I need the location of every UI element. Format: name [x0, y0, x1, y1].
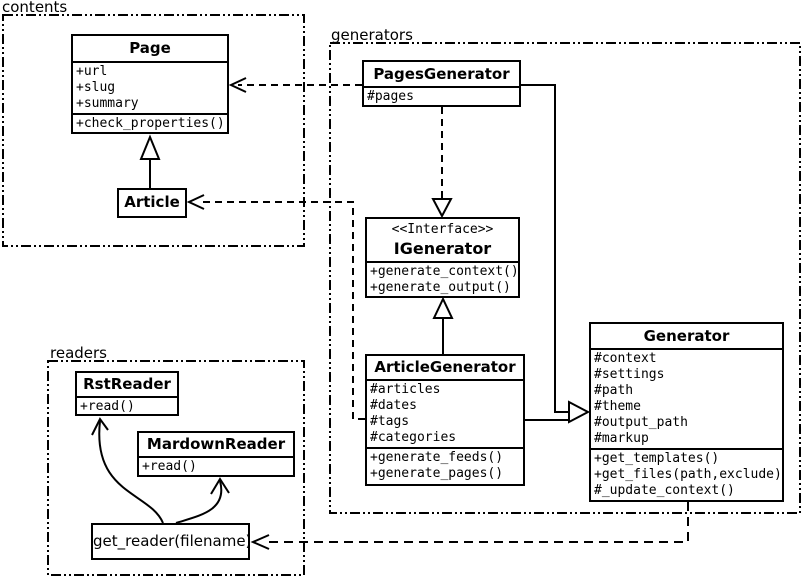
- class-igenerator-stereotype: <<Interface>>: [391, 222, 494, 237]
- getreader-to-rstreader-arrow-icon: [91, 417, 109, 436]
- class-article: Article: [117, 188, 187, 218]
- pagesgenerator-to-generator-generalization-line: [521, 84, 569, 413]
- attribute: #dates: [370, 398, 417, 413]
- class-rstreader-name: RstReader: [83, 375, 171, 393]
- attribute: #path: [594, 383, 634, 398]
- attribute: #categories: [370, 430, 457, 445]
- class-page-name: Page: [129, 39, 171, 57]
- generator-to-getreader-arrow-icon: [250, 534, 270, 550]
- getreader-to-markdownreader-arrow-icon: [210, 477, 230, 495]
- method: +generate_pages(): [370, 466, 504, 481]
- class-articlegenerator-attributes: #articles #dates #tags #categories: [367, 379, 523, 447]
- class-articlegenerator-methods: +generate_feeds() +generate_pages(): [367, 447, 523, 483]
- getreader-to-rstreader-line: [98, 420, 164, 524]
- articlegenerator-to-article-dependency-line: [198, 201, 365, 420]
- class-generator-name: Generator: [643, 327, 730, 345]
- articlegenerator-to-article-arrow-icon: [186, 194, 205, 210]
- attribute: +url: [76, 64, 108, 79]
- class-markdownreader: MardownReader +read(): [137, 431, 295, 477]
- generator-generalization-triangle-icon: [568, 400, 591, 424]
- generators-package-label: generators: [331, 26, 413, 44]
- class-rstreader-methods: +read(): [77, 396, 177, 414]
- class-articlegenerator-name: ArticleGenerator: [374, 358, 516, 376]
- attribute: #markup: [594, 431, 649, 446]
- method: +get_files(path,exclude): [594, 467, 782, 482]
- method: +get_templates(): [594, 451, 720, 466]
- class-pagesgenerator-attributes: #pages: [364, 86, 519, 105]
- class-pagesgenerator-name: PagesGenerator: [373, 65, 510, 83]
- generators-package-border: [329, 42, 801, 514]
- method: +read(): [142, 459, 197, 474]
- article-to-page-generalization-triangle-icon: [139, 134, 161, 160]
- class-rstreader: RstReader +read(): [75, 371, 179, 416]
- class-generator-methods: +get_templates() +get_files(path,exclude…: [591, 448, 782, 500]
- attribute: #context: [594, 351, 657, 366]
- attribute: #articles: [370, 382, 441, 397]
- method: #_update_context(): [594, 483, 735, 498]
- class-igenerator: <<Interface>> IGenerator +generate_conte…: [365, 217, 520, 298]
- getreader-to-markdownreader-line: [175, 480, 223, 524]
- attribute: #theme: [594, 399, 641, 414]
- class-page: Page +url +slug +summary +check_properti…: [71, 34, 229, 134]
- class-article-name: Article: [124, 193, 180, 211]
- method: +read(): [80, 399, 135, 414]
- class-igenerator-methods: +generate_context() +generate_output(): [367, 261, 519, 296]
- attribute: #tags: [370, 414, 410, 429]
- class-markdownreader-methods: +read(): [139, 456, 293, 475]
- pagesgenerator-to-igenerator-triangle-icon: [431, 198, 453, 219]
- readers-package-label: readers: [50, 344, 107, 362]
- class-igenerator-title: <<Interface>> IGenerator: [367, 219, 518, 259]
- attribute: #pages: [367, 89, 414, 104]
- class-page-methods: +check_properties(): [73, 113, 227, 132]
- method: +generate_context(): [370, 264, 519, 279]
- pagesgenerator-to-page-arrow-icon: [228, 77, 247, 93]
- method: +check_properties(): [76, 116, 225, 131]
- function-get-reader: get_reader(filename): [91, 523, 250, 560]
- class-markdownreader-name: MardownReader: [146, 435, 286, 453]
- attribute: +slug: [76, 80, 116, 95]
- readers-package-border: [47, 360, 305, 576]
- generator-to-getreader-dependency-line: [264, 502, 689, 543]
- class-igenerator-name: IGenerator: [393, 239, 492, 258]
- attribute: +summary: [76, 96, 139, 111]
- class-generator: Generator #context #settings #path #them…: [589, 322, 784, 502]
- class-page-attributes: +url +slug +summary: [73, 61, 227, 113]
- class-generator-attributes: #context #settings #path #theme #output_…: [591, 348, 782, 448]
- method: +generate_output(): [370, 280, 511, 295]
- attribute: #settings: [594, 367, 665, 382]
- class-articlegenerator: ArticleGenerator #articles #dates #tags …: [365, 354, 525, 486]
- method: +generate_feeds(): [370, 450, 504, 465]
- attribute: #output_path: [594, 415, 688, 430]
- articlegenerator-to-igenerator-triangle-icon: [432, 296, 454, 319]
- contents-package-border: [2, 14, 305, 247]
- class-pagesgenerator: PagesGenerator #pages: [362, 60, 521, 107]
- contents-package-label: contents: [2, 0, 68, 16]
- function-get-reader-label: get_reader(filename): [93, 532, 250, 550]
